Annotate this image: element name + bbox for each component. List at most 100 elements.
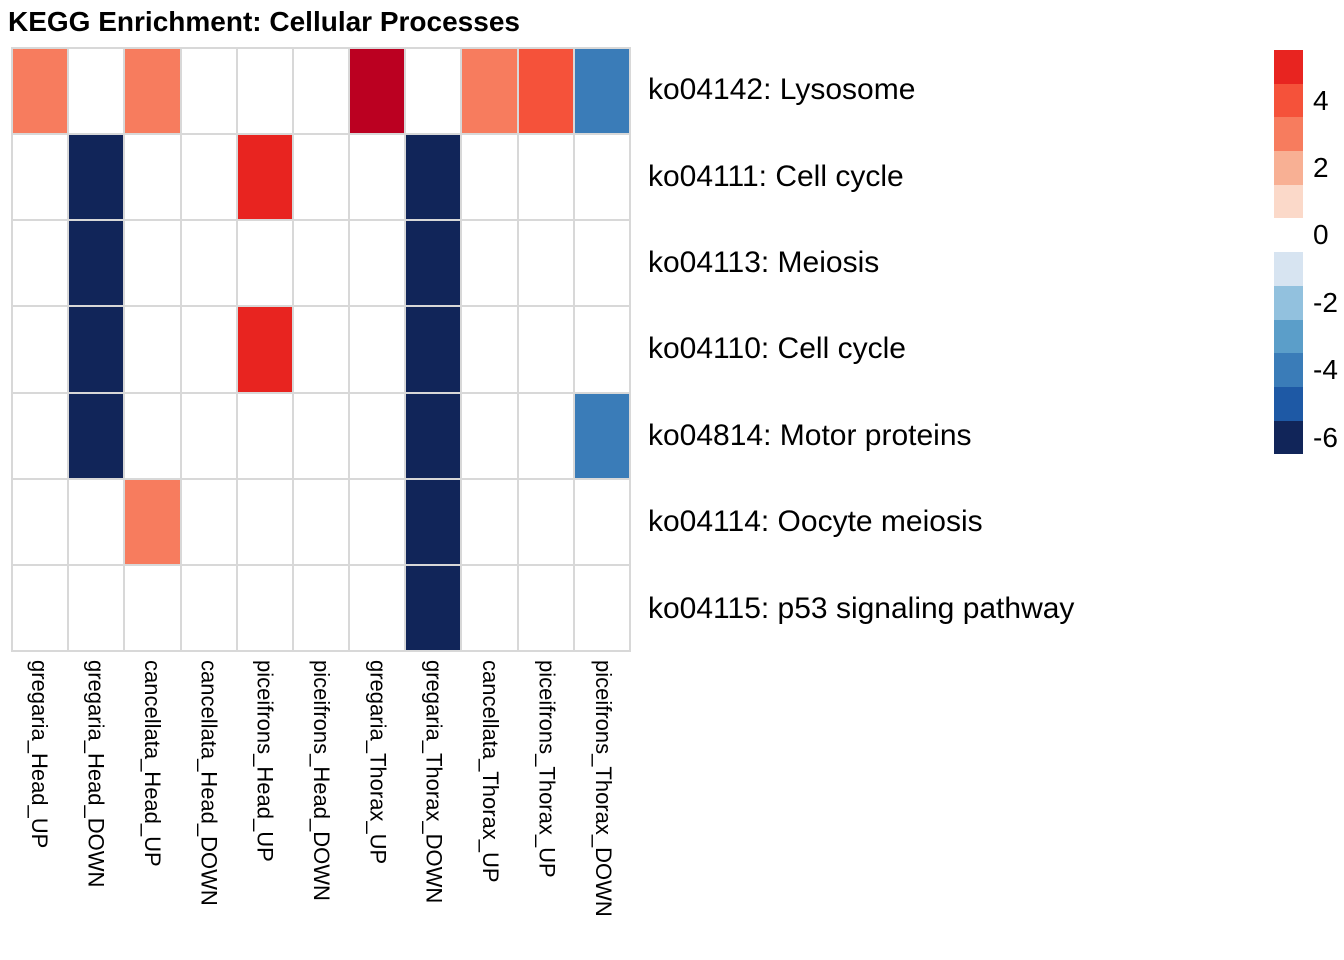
row-label: ko04814: Motor proteins (648, 418, 972, 452)
heatmap-cell (350, 221, 405, 306)
column-label: piceifrons_Thorax_UP (534, 660, 560, 878)
heatmap-cell (69, 479, 124, 564)
heatmap-cell (237, 221, 292, 306)
heatmap-cell (293, 393, 349, 478)
heatmap-cell (13, 393, 68, 478)
heatmap-cell (406, 49, 461, 134)
legend-tick-label: 4 (1313, 84, 1329, 116)
heatmap-cell (293, 135, 349, 220)
heatmap-cell (237, 565, 292, 650)
heatmap-cell (69, 221, 124, 306)
heatmap-cell (574, 135, 629, 220)
heatmap-cell (350, 135, 405, 220)
legend-color-block (1274, 319, 1303, 354)
heatmap-cell (350, 565, 405, 650)
heatmap-cell (462, 221, 517, 306)
heatmap-cell (69, 49, 124, 134)
heatmap-cell (13, 135, 68, 220)
heatmap-cell (125, 393, 180, 478)
row-label: ko04111: Cell cycle (648, 159, 904, 193)
heatmap-cell (462, 307, 517, 392)
legend-color-block (1274, 420, 1303, 455)
heatmap-cell (125, 565, 180, 650)
heatmap-cell (181, 49, 236, 134)
legend-color-block (1274, 151, 1303, 185)
heatmap-cell (518, 135, 573, 220)
legend-color-block (1274, 353, 1303, 387)
heatmap-cell (574, 393, 629, 478)
column-label: cancellata_Head_DOWN (196, 660, 222, 906)
legend-tick-label: -6 (1313, 421, 1338, 453)
row-labels-axis: ko04142: Lysosome ko04111: Cell cycle ko04… (648, 47, 1328, 652)
heatmap-cell (518, 307, 573, 392)
heatmap-cell (181, 479, 236, 564)
heatmap-cell (69, 307, 124, 392)
legend-tick-label: 0 (1313, 219, 1329, 251)
heatmap-cell (13, 565, 68, 650)
heatmap-cell (574, 221, 629, 306)
legend-color-block (1274, 50, 1303, 84)
heatmap-grid (11, 47, 631, 652)
heatmap-cell (574, 307, 629, 392)
heatmap-cell (293, 221, 349, 306)
heatmap-cell (462, 479, 517, 564)
heatmap-cell (462, 393, 517, 478)
column-label: gregaria_Thorax_DOWN (421, 660, 447, 904)
heatmap-cell (237, 49, 292, 134)
heatmap-cell (13, 49, 68, 134)
heatmap-cell (350, 479, 405, 564)
heatmap-cell (125, 135, 180, 220)
heatmap-cell (406, 307, 461, 392)
column-label: gregaria_Head_DOWN (83, 660, 109, 888)
heatmap-cell (181, 393, 236, 478)
column-label: cancellata_Head_UP (139, 660, 165, 867)
heatmap-cell (237, 307, 292, 392)
heatmap-cell (13, 221, 68, 306)
heatmap-cell (350, 307, 405, 392)
row-label: ko04113: Meiosis (648, 246, 880, 280)
heatmap-cell (125, 221, 180, 306)
heatmap-cell (462, 565, 517, 650)
heatmap-cell (237, 393, 292, 478)
heatmap-cell (293, 479, 349, 564)
legend-colorbar (1274, 50, 1303, 455)
column-label: gregaria_Thorax_UP (365, 660, 391, 865)
heatmap-cell (69, 135, 124, 220)
heatmap-cell (574, 565, 629, 650)
chart-title: KEGG Enrichment: Cellular Processes (8, 6, 520, 37)
heatmap-cell (518, 221, 573, 306)
heatmap-cell (237, 479, 292, 564)
heatmap-cell (69, 393, 124, 478)
heatmap-cell (293, 307, 349, 392)
column-label: piceifrons_Head_UP (252, 660, 278, 862)
heatmap-cell (13, 307, 68, 392)
heatmap-cell (69, 565, 124, 650)
heatmap-cell (518, 49, 573, 134)
heatmap-cell (181, 221, 236, 306)
legend-color-block (1274, 252, 1303, 286)
heatmap-cell (574, 479, 629, 564)
heatmap-cell (406, 393, 461, 478)
heatmap-cell (125, 479, 180, 564)
legend-color-block (1274, 386, 1303, 421)
heatmap-cell (518, 393, 573, 478)
heatmap-cell (237, 135, 292, 220)
row-label: ko04114: Oocyte meiosis (648, 505, 983, 539)
heatmap-cell (462, 49, 517, 134)
row-label: ko04115: p53 signaling pathway (648, 591, 1075, 625)
heatmap-cell (293, 49, 349, 134)
heatmap-cell (293, 565, 349, 650)
heatmap-cell (406, 565, 461, 650)
heatmap-cell (406, 479, 461, 564)
legend-color-block (1274, 218, 1303, 253)
heatmap-cell (350, 393, 405, 478)
row-label: ko04142: Lysosome (648, 73, 916, 107)
heatmap-cell (350, 49, 405, 134)
heatmap-cell (13, 479, 68, 564)
heatmap-cell (574, 49, 629, 134)
heatmap-cell (518, 565, 573, 650)
heatmap-cell (125, 307, 180, 392)
column-label: cancellata_Thorax_UP (478, 660, 504, 883)
